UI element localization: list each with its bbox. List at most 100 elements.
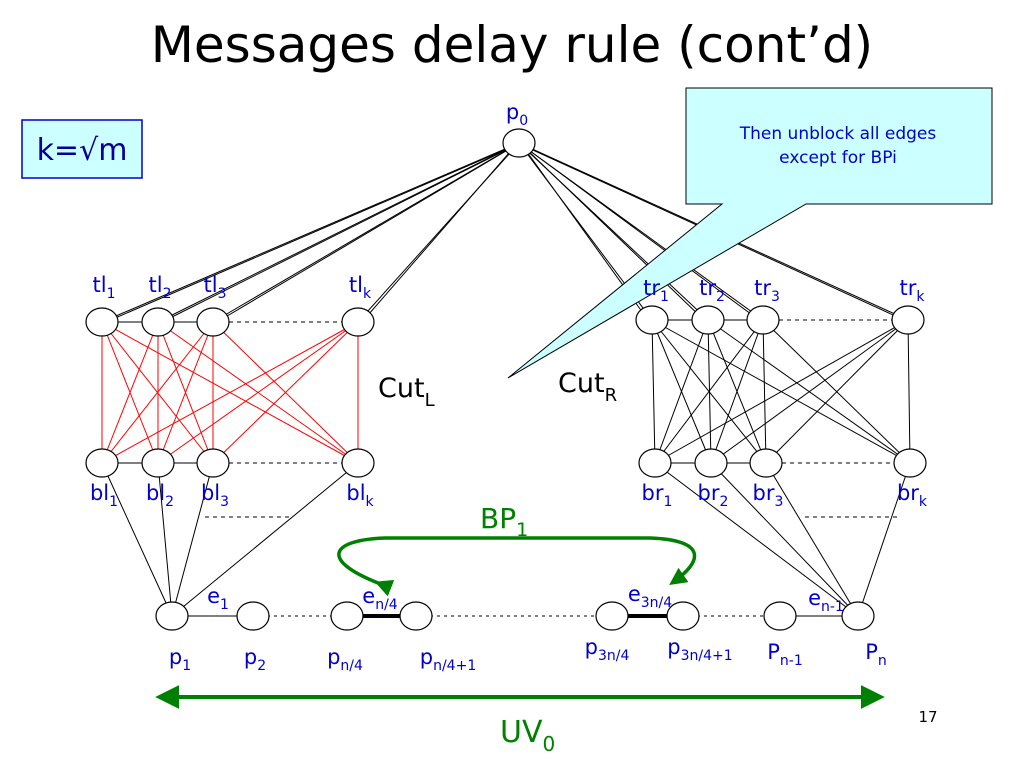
cut-right-edge <box>710 319 764 464</box>
cut-right-edge <box>654 319 909 464</box>
path-node-7 <box>763 601 797 631</box>
node-bl-2 <box>141 448 175 478</box>
node-bl-3 <box>196 448 230 478</box>
node-tl-2 <box>141 307 175 337</box>
tr-label-4-subscript: k <box>916 289 925 305</box>
edge-label-3-base: e <box>628 582 641 606</box>
page-number: 17 <box>918 708 937 726</box>
path-node-label-6: p3n/4+1 <box>667 635 732 664</box>
root-to-tl-edge <box>157 142 520 323</box>
tl-label-3-subscript: 3 <box>218 286 227 302</box>
root-to-tr-edge <box>521 144 705 321</box>
node-bl-1 <box>85 448 119 478</box>
path-node-label-1-base: p <box>169 645 182 669</box>
root-to-tl-edge <box>212 142 520 323</box>
bl-label-3-subscript: 3 <box>220 494 229 510</box>
br-to-pn-edge <box>710 462 859 617</box>
root-label: p0 <box>506 100 528 129</box>
tr-label-1-subscript: 1 <box>660 289 669 305</box>
path-node-label-1: p1 <box>169 645 191 674</box>
root-to-tl-edge <box>216 144 517 323</box>
cut-right-edge <box>710 319 909 464</box>
bl-label-4: blk <box>346 481 374 510</box>
slide-title: Messages delay rule (cont’d) <box>151 16 873 74</box>
node-tr-2 <box>691 305 725 335</box>
tl-label-2: tl2 <box>149 273 172 302</box>
br-label-1-subscript: 1 <box>664 494 673 510</box>
node-tr-1 <box>635 305 669 335</box>
root-to-tl-edge <box>161 144 517 323</box>
br-label-4-subscript: k <box>919 494 928 510</box>
tr-label-3-base: tr <box>754 276 771 300</box>
node-br-4 <box>893 448 927 478</box>
path-node-label-7: Pn-1 <box>767 640 803 669</box>
tl-label-2-subscript: 2 <box>163 286 172 302</box>
root-label-subscript: 0 <box>519 113 528 129</box>
cut-left-edge <box>157 321 214 464</box>
tl-label-3: tl3 <box>204 273 227 302</box>
bl-to-p1-edge <box>171 462 214 617</box>
node-tr-3 <box>746 305 780 335</box>
tr-label-4: trk <box>900 276 926 305</box>
br-label-1-base: br <box>642 481 664 505</box>
br-label-3-base: br <box>753 481 775 505</box>
bl-label-3: bl3 <box>201 481 229 510</box>
tl-label-4: tlk <box>349 273 372 302</box>
bl-to-p1-edge <box>101 462 173 617</box>
path-node-label-2-base: p <box>244 645 257 669</box>
node-tl-4 <box>341 307 375 337</box>
tr-label-2-subscript: 2 <box>716 289 725 305</box>
path-node-5 <box>595 601 629 631</box>
bl-label-4-base: bl <box>346 481 365 505</box>
edge-label-4: en-1 <box>808 586 844 615</box>
path-node-label-4-base: p <box>420 645 433 669</box>
cut-left-edge <box>101 321 159 464</box>
br-to-pn-edge <box>857 462 911 617</box>
tl-label-3-base: tl <box>204 273 218 297</box>
path-node-label-3-subscript: n/4 <box>340 658 363 674</box>
edge-label-2-subscript: n/4 <box>375 597 398 613</box>
cut-right-edge <box>651 319 656 464</box>
node-br-1 <box>638 448 672 478</box>
cut-right-edge <box>654 319 764 464</box>
path-node-label-7-base: P <box>767 640 780 664</box>
tl-label-1: tl1 <box>93 273 116 302</box>
root-node-p0 <box>502 128 536 158</box>
tr-label-2-base: tr <box>699 276 716 300</box>
br-label-2-base: br <box>698 481 720 505</box>
bl-to-p1-edge <box>157 462 173 617</box>
path-node-label-8-subscript: n <box>878 653 887 669</box>
node-br-3 <box>749 448 783 478</box>
node-br-2 <box>694 448 728 478</box>
bl-label-3-base: bl <box>201 481 220 505</box>
br-to-pn-edge <box>765 462 859 617</box>
path-node-label-8: Pn <box>865 640 887 669</box>
bl-label-2-base: bl <box>146 481 165 505</box>
path-node-label-3: pn/4 <box>327 645 363 674</box>
path-node-label-4: pn/4+1 <box>420 645 476 674</box>
path-node-label-2: p2 <box>244 645 266 674</box>
cut-left-label: CutL <box>378 373 435 411</box>
path-node-label-1-subscript: 1 <box>182 658 191 674</box>
bl-label-2: bl2 <box>146 481 174 510</box>
edge-label-3-subscript: 3n/4 <box>641 595 672 611</box>
path-node-label-5-subscript: 3n/4 <box>598 648 629 664</box>
tr-label-1-base: tr <box>643 276 660 300</box>
path-node-label-5: p3n/4 <box>585 635 630 664</box>
tl-label-4-base: tl <box>349 273 363 297</box>
uv-label: UV0 <box>500 715 555 756</box>
root-to-tl-edge <box>105 144 517 323</box>
tl-label-1-base: tl <box>93 273 107 297</box>
path-node-1 <box>155 601 189 631</box>
root-to-tl-edge <box>101 142 520 323</box>
br-label-3-subscript: 3 <box>775 494 784 510</box>
edge-label-1-subscript: 1 <box>220 597 229 613</box>
tr-label-3-subscript: 3 <box>771 289 780 305</box>
br-label-2: br2 <box>698 481 729 510</box>
k-parameter-text: k=√m <box>37 133 128 168</box>
br-to-pn-edge <box>654 462 859 617</box>
br-label-1: br1 <box>642 481 673 510</box>
root-label-base: p <box>506 100 519 124</box>
k-parameter-box <box>21 119 143 179</box>
